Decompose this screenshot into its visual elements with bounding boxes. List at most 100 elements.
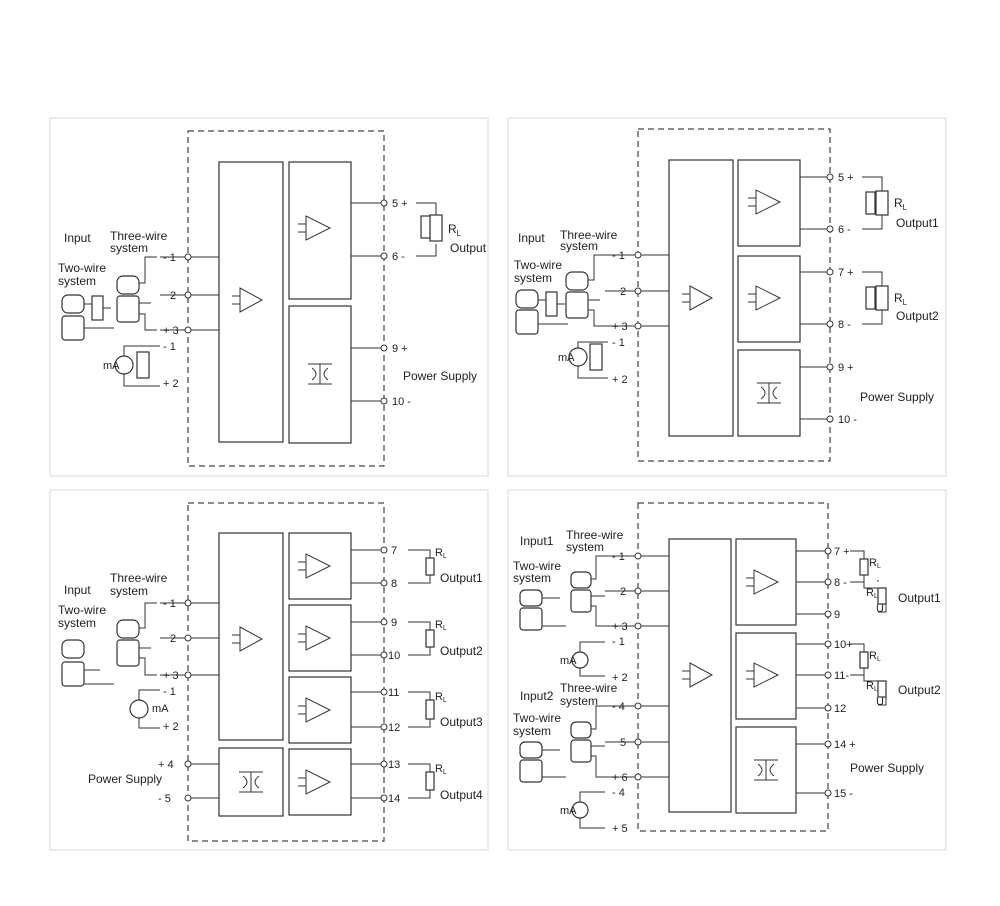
ma-source: mA [560, 641, 605, 677]
two-wire-label-1: Two-wire [58, 261, 106, 275]
three-wire-label-1: Three-wire [110, 571, 168, 585]
three-wire-label-1: Three-wire [566, 528, 624, 542]
terminal-11: 11 [388, 687, 399, 699]
terminal-1: - 1 [612, 551, 625, 563]
panel-2-dual-output: 5 + 6 - 7 + 8 - 9 + 10 - RL Output1 RL O… [507, 117, 947, 477]
terminal-ma2-1: - 4 [612, 787, 625, 799]
terminal-9: 9 + [838, 362, 854, 374]
input-label: Input [64, 583, 91, 597]
terminal-11: 11- [834, 670, 849, 682]
transmitter-icon [519, 589, 566, 631]
terminal-5: - 5 [158, 793, 171, 805]
amplifier-symbol [746, 662, 780, 688]
rl-label: RL [869, 557, 881, 570]
output4-label: Output4 [440, 788, 483, 802]
terminal-5: 5 + [838, 172, 854, 184]
output-amplifier-block-2 [288, 604, 352, 672]
terminal-ma-1: - 1 [163, 686, 176, 698]
panel-3-quad-output: 7 8 9 10 11 12 13 14 RL RL RL RL Output1… [49, 489, 489, 851]
input-amplifier-block [218, 532, 284, 741]
load-resistor [859, 651, 869, 669]
load-resistor [877, 587, 887, 605]
three-wire-label-3: Three-wire [560, 681, 618, 695]
input2-label: Input2 [520, 689, 554, 703]
terminal-2: 2 [170, 633, 176, 645]
input-amplifier-block [218, 161, 284, 443]
rl-label: RL [435, 691, 447, 704]
power-supply-label: Power Supply [860, 390, 934, 404]
three-wire-label-2: system [560, 239, 598, 253]
output-terminals: 7 + 8 - 9 10+ 11- 12 14 + 15 - [796, 546, 856, 800]
terminal-3: + 3 [612, 621, 628, 633]
terminal-9: 9 + [392, 343, 408, 355]
terminal-1: - 1 [163, 598, 176, 610]
transmitter-icon [116, 256, 157, 331]
three-wire-label-2: system [110, 584, 148, 598]
amplifier-symbol [746, 569, 780, 595]
output-terminals: 7 8 9 10 11 12 13 14 [351, 545, 400, 805]
terminal-2: 2 [620, 286, 626, 298]
output-label: Output [450, 241, 487, 255]
meter-icon [136, 351, 150, 379]
transmitter-icon [565, 254, 605, 327]
terminal-3: + 3 [612, 321, 628, 333]
power-isolation-block [218, 747, 284, 817]
rl-label: RL [435, 547, 447, 560]
output-amplifier-block-2 [737, 255, 801, 343]
transmitter-icon [570, 705, 605, 778]
load-resistor [877, 680, 887, 698]
terminal-ma-2: + 2 [612, 672, 628, 684]
panel-frame [507, 117, 947, 477]
amplifier-symbol [682, 285, 714, 311]
output-load-2: RL Output2 [862, 271, 939, 325]
terminal-3: + 3 [163, 670, 179, 682]
ma-label: mA [560, 805, 577, 817]
amplifier-symbol [232, 287, 264, 313]
load-resistor [859, 558, 869, 576]
ma-label: mA [103, 360, 120, 372]
three-wire-label-1: Three-wire [560, 228, 618, 242]
amplifier-symbol [748, 189, 782, 215]
ma-source: mA [560, 791, 605, 829]
output1-label: Output1 [440, 571, 483, 585]
two-wire-label-1: Two-wire [514, 258, 562, 272]
panel-4-dual-input: 7 + 8 - 9 10+ 11- 12 14 + 15 - RL RL U O… [507, 489, 947, 851]
output2-label: Output2 [896, 309, 939, 323]
output2-label: Output2 [440, 644, 483, 658]
power-supply-label: Power Supply [88, 772, 162, 786]
ma-source: mA [129, 689, 169, 729]
terminal-7: 7 [391, 545, 397, 557]
output-load: RL Output [416, 202, 487, 257]
two-wire-label-2: system [513, 571, 551, 585]
output-amplifier-block-2 [735, 632, 797, 720]
terminal-14: 14 + [834, 739, 856, 751]
terminal-12: 12 [834, 703, 846, 715]
three-wire-label-2: system [110, 241, 148, 255]
power-supply-label: Power Supply [403, 369, 477, 383]
terminal-14: 14 [388, 793, 400, 805]
output-loads: RL RL U Output1 RL RL U Output2 [850, 550, 941, 708]
transformer-symbol [239, 771, 263, 793]
ma-label: mA [152, 703, 169, 715]
terminal-ma2-2: + 5 [612, 823, 628, 835]
panel-frame [507, 489, 947, 851]
terminal-6: 6 - [392, 251, 405, 263]
terminal-10: 10 - [838, 414, 857, 426]
output-terminals: 5 + 6 - 7 + 8 - 9 + 10 - [800, 172, 857, 426]
rl-label: RL [866, 680, 878, 693]
panel-frame [49, 117, 489, 477]
module-enclosure [187, 502, 385, 842]
transmitter-icon [116, 602, 157, 676]
amplifier-symbol [748, 285, 782, 311]
amplifier-symbol [682, 662, 714, 688]
terminal-4: + 4 [158, 759, 174, 771]
rl-label: RL [869, 650, 881, 663]
transmitter-icon [570, 555, 605, 627]
transformer-symbol [308, 363, 332, 385]
terminal-ma-1: - 1 [163, 341, 176, 353]
two-wire-label-2: system [58, 616, 96, 630]
ma-source: mA [558, 341, 608, 379]
panel-frame [49, 489, 489, 851]
two-wire-label-3: Two-wire [513, 711, 561, 725]
